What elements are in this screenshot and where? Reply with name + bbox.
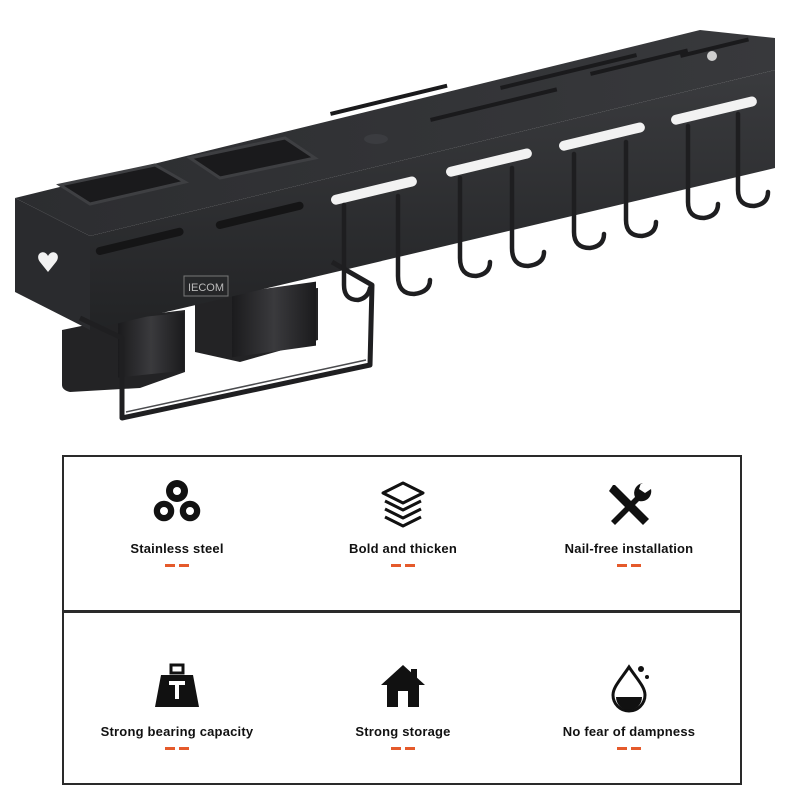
house-icon [381,665,425,707]
feature-panel: Stainless steel Bold and thicken Nail-fr… [62,455,742,785]
feature-label: Bold and thicken [349,541,457,556]
hook [735,111,771,209]
weight-icon [155,663,199,707]
feature-bold-thicken: Bold and thicken [290,457,516,607]
top-slots [329,37,749,144]
rack-top [15,30,775,236]
hook [341,202,373,303]
accent-dash [391,747,415,751]
brand-plate [183,275,229,297]
accent-dash [165,747,189,751]
product-image: IECOM [15,30,775,421]
heart-cutout [38,252,58,272]
feature-label: Strong storage [355,724,451,739]
accent-dash [617,564,641,568]
feature-label: Nail-free installation [564,541,694,556]
feature-row-top: Stainless steel Bold and thicken Nail-fr… [64,457,740,607]
layers-icon [381,481,425,528]
hook [395,193,433,297]
knife-slot-left [56,163,190,206]
hook [509,165,547,269]
water-drop-icon [611,664,649,713]
hook [623,139,659,239]
hooks [341,111,771,303]
brand-text: IECOM [188,282,224,294]
tools-icon [609,483,652,525]
accent-dash [165,564,189,568]
feature-strong-storage: Strong storage [290,613,516,786]
feature-stainless-steel: Stainless steel [64,457,290,607]
feature-row-bottom: Strong bearing capacity Strong storage N… [64,610,740,786]
knife-slot-right [186,136,319,180]
front-slots [95,96,757,255]
feature-nail-free: Nail-free installation [516,457,742,607]
rolls-icon [152,480,202,523]
towel-bar [78,259,375,421]
hook [571,151,607,251]
lower-box-right [195,281,318,362]
hook [685,123,721,221]
accent-dash [617,747,641,751]
hook [457,175,493,279]
feature-label: No fear of dampness [562,724,696,739]
feature-no-dampness: No fear of dampness [516,613,742,786]
accent-dash [391,564,415,568]
feature-bearing-capacity: Strong bearing capacity [64,613,290,786]
feature-label: Stainless steel [130,541,224,556]
feature-label: Strong bearing capacity [100,724,254,739]
